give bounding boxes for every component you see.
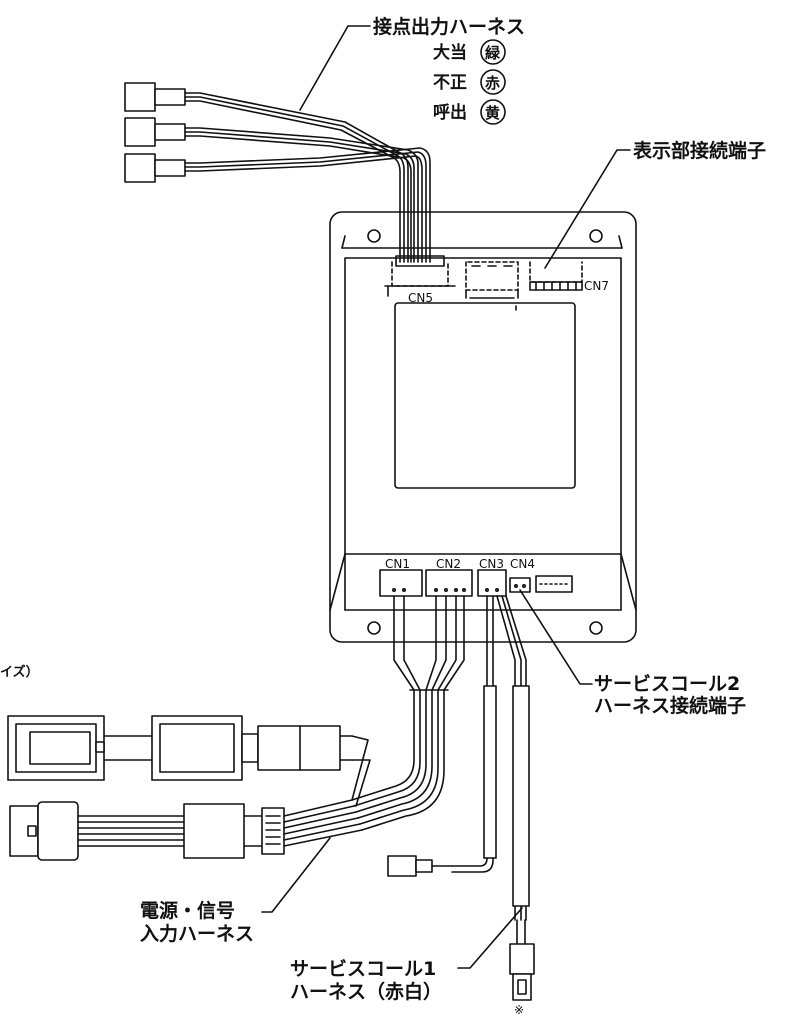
cn2-connector	[425, 569, 473, 597]
cn1-label: CN1	[385, 557, 410, 571]
center-connector	[465, 261, 519, 311]
mounting-hole	[367, 621, 381, 635]
mounting-hole	[367, 229, 381, 243]
call-label: 呼出	[433, 102, 467, 123]
cn4-connector	[509, 577, 531, 593]
mounting-hole	[589, 229, 603, 243]
leader-power-signal	[261, 837, 331, 913]
service-call1-label-line2: ハーネス（赤白）	[290, 980, 442, 1003]
mounting-hole	[589, 621, 603, 635]
service-call2-label-line1: サービスコール2	[594, 673, 740, 695]
service-call1-plug-bottom	[509, 919, 535, 1001]
extra-connector	[535, 575, 573, 593]
cn2-label: CN2	[436, 557, 461, 571]
asterisk-mark: ※	[514, 1003, 524, 1017]
color-circle-yellow	[480, 99, 506, 125]
fraud-label: 不正	[433, 73, 467, 93]
cn3-label: CN3	[479, 557, 504, 571]
yellow-label: 黄	[485, 104, 500, 122]
red-label: 赤	[485, 74, 500, 92]
service-call1-plug-left	[387, 855, 453, 877]
cn5-label: CN5	[408, 291, 433, 305]
power-signal-label-line1: 電源・信号	[140, 899, 235, 922]
color-circle-green	[480, 39, 506, 65]
contact-plug	[124, 82, 156, 112]
contact-harness-label: 接点出力ハーネス	[373, 15, 525, 38]
leader-service-call1	[457, 907, 523, 969]
color-circle-red	[480, 69, 506, 95]
cn3-connector	[477, 569, 507, 597]
cn7-label: CN7	[584, 279, 609, 293]
service-call-wires	[451, 595, 530, 921]
service-call2-label-line2: ハーネス接続端子	[594, 694, 746, 717]
cn7-connector	[529, 261, 583, 291]
controller-unit	[329, 211, 637, 643]
leader-contact-harness	[299, 25, 371, 111]
labels: 接点出力ハーネス 大当 緑 不正 赤 呼出 黄 表示部接続端子 CN5 CN7 …	[0, 15, 766, 1017]
cn4-label: CN4	[510, 557, 535, 571]
service-call1-label-line1: サービスコール1	[290, 958, 436, 980]
contact-output-harness	[124, 82, 431, 263]
leader-service-call2	[519, 589, 593, 685]
big-hit-label: 大当	[433, 42, 467, 63]
contact-plug	[124, 153, 156, 183]
left-cut-note: イズ）	[0, 664, 39, 680]
cn1-connector	[379, 569, 423, 597]
power-signal-wires	[351, 595, 465, 831]
power-signal-label-line2: 入力ハーネス	[140, 922, 254, 945]
display-terminal-label: 表示部接続端子	[633, 139, 766, 162]
leader-display-terminal	[544, 149, 631, 269]
green-label: 緑	[485, 44, 501, 62]
contact-plug	[124, 117, 156, 147]
top-left-connector-assembly	[7, 715, 371, 807]
bottom-left-connector-assembly	[9, 799, 363, 861]
cn5-connector	[384, 255, 456, 297]
